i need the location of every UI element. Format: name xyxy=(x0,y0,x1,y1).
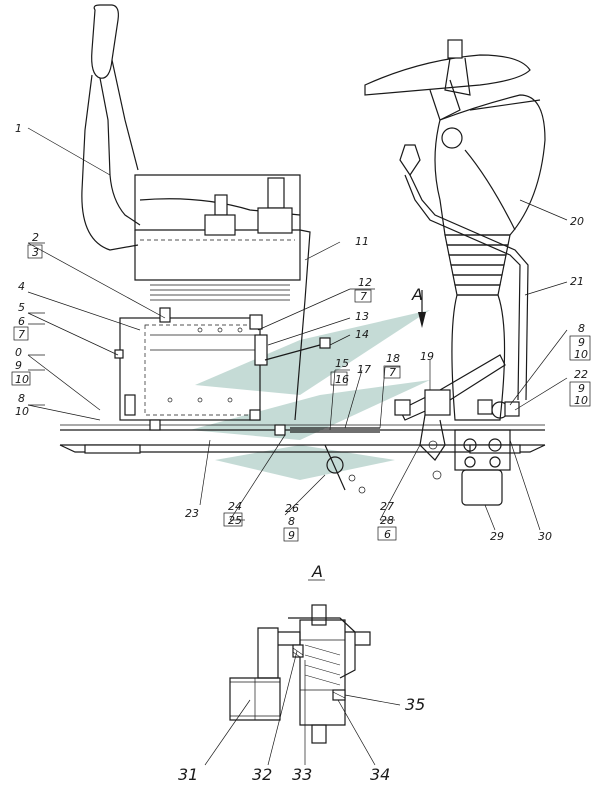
shift-lever xyxy=(399,144,529,401)
label-9d: 9 xyxy=(288,529,295,542)
label-9c: 9 xyxy=(578,382,585,395)
label-12: 12 xyxy=(358,276,372,289)
column-bellows xyxy=(444,234,511,421)
label-5: 5 xyxy=(18,301,25,314)
label-29: 29 xyxy=(490,530,504,543)
label-7b: 7 xyxy=(360,290,367,303)
label-6: 6 xyxy=(18,315,25,328)
linkage-30 xyxy=(477,399,520,419)
label-10d: 10 xyxy=(574,394,588,407)
label-27: 27 xyxy=(380,500,394,513)
cable-17-18 xyxy=(290,427,380,494)
lever-assembly xyxy=(254,334,331,366)
support-rod xyxy=(294,229,311,421)
label-21: 21 xyxy=(570,275,584,288)
label-11: 11 xyxy=(355,235,369,248)
label-3: 3 xyxy=(32,246,39,259)
label-22: 22 xyxy=(574,368,588,381)
label-10: 10 xyxy=(15,373,29,386)
label-26: 26 xyxy=(285,502,299,515)
view-a-label-detail: A xyxy=(311,562,323,581)
label-8c: 8 xyxy=(288,515,295,528)
label-30: 30 xyxy=(538,530,552,543)
view-a-arrow xyxy=(418,290,426,328)
label-10c: 10 xyxy=(574,348,588,361)
main-labels: 1 2 3 4 5 6 7 0 9 10 8 10 11 12 7 13 14 … xyxy=(11,122,591,543)
motor-29 xyxy=(454,429,511,506)
label-25: 25 xyxy=(228,514,242,527)
label-1: 1 xyxy=(15,122,22,135)
detail-view-a: A 31 32 33 34 35 xyxy=(178,562,425,784)
label-10b: 10 xyxy=(15,405,29,418)
label-2: 2 xyxy=(32,231,39,244)
steering-column xyxy=(364,39,546,236)
label-32: 32 xyxy=(252,765,272,784)
label-13: 13 xyxy=(355,310,369,323)
control-box xyxy=(114,307,286,436)
label-28: 28 xyxy=(380,514,394,527)
label-16: 16 xyxy=(335,373,349,386)
label-4: 4 xyxy=(18,280,25,293)
label-34: 34 xyxy=(370,765,390,784)
view-a-label-main: A xyxy=(411,285,423,304)
label-7c: 7 xyxy=(389,366,396,379)
label-8b: 8 xyxy=(578,322,585,335)
label-20: 20 xyxy=(570,215,584,228)
label-19: 19 xyxy=(420,350,434,363)
label-8: 8 xyxy=(18,392,25,405)
label-24: 24 xyxy=(228,500,242,513)
label-33: 33 xyxy=(292,765,312,784)
label-31: 31 xyxy=(178,765,198,784)
label-23: 23 xyxy=(185,507,199,520)
label-7: 7 xyxy=(18,328,25,341)
label-6b: 6 xyxy=(384,528,391,541)
seat-backrest xyxy=(81,4,141,251)
label-9b: 9 xyxy=(578,336,585,349)
label-0: 0 xyxy=(15,346,22,359)
label-15: 15 xyxy=(335,357,349,370)
label-17: 17 xyxy=(357,363,371,376)
pedal-assembly xyxy=(394,354,506,480)
leader-lines xyxy=(27,127,568,531)
watermark-logo xyxy=(190,310,430,480)
joysticks xyxy=(204,177,293,236)
label-9: 9 xyxy=(15,359,22,372)
label-14: 14 xyxy=(355,328,369,341)
label-35: 35 xyxy=(405,695,425,714)
label-18: 18 xyxy=(386,352,400,365)
